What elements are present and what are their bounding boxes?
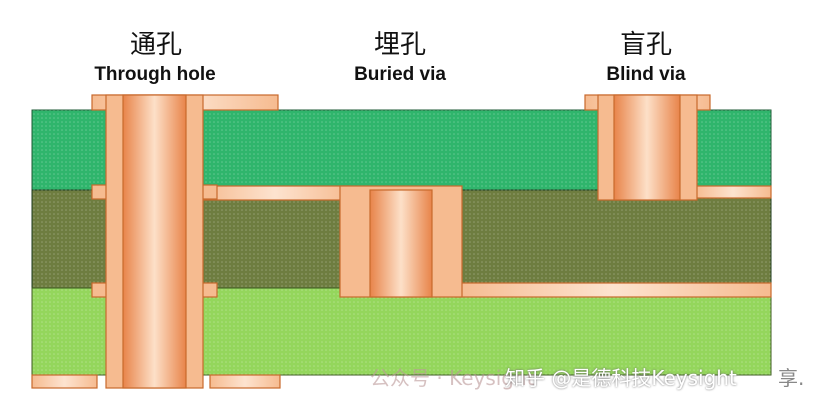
bottom-pad-right xyxy=(209,374,281,389)
through-hole-label: Through hole xyxy=(94,64,216,85)
buried-via-cn-label: 埋孔 xyxy=(373,30,427,60)
blind-via-cn-label: 盲孔 xyxy=(619,30,673,60)
zhihu-watermark: 知乎 @是德科技Keysight xyxy=(505,366,737,390)
bottom-pad-left xyxy=(31,374,98,389)
through-hole-drill xyxy=(122,94,187,389)
buried-via-label: Buried via xyxy=(354,64,446,85)
blind-via-drill xyxy=(613,94,681,201)
wechat-watermark: 公众号 · Keysight xyxy=(370,366,535,390)
blind-via-label: Blind via xyxy=(606,64,686,85)
buried-via-drill xyxy=(369,189,433,298)
through-hole-cn-label: 通孔 xyxy=(129,30,183,60)
inner-trace-l2 xyxy=(199,185,351,201)
inner-trace-l3 xyxy=(454,282,772,298)
watermark-suffix: 享. xyxy=(778,366,805,390)
inner-trace-l2-right xyxy=(694,185,772,199)
